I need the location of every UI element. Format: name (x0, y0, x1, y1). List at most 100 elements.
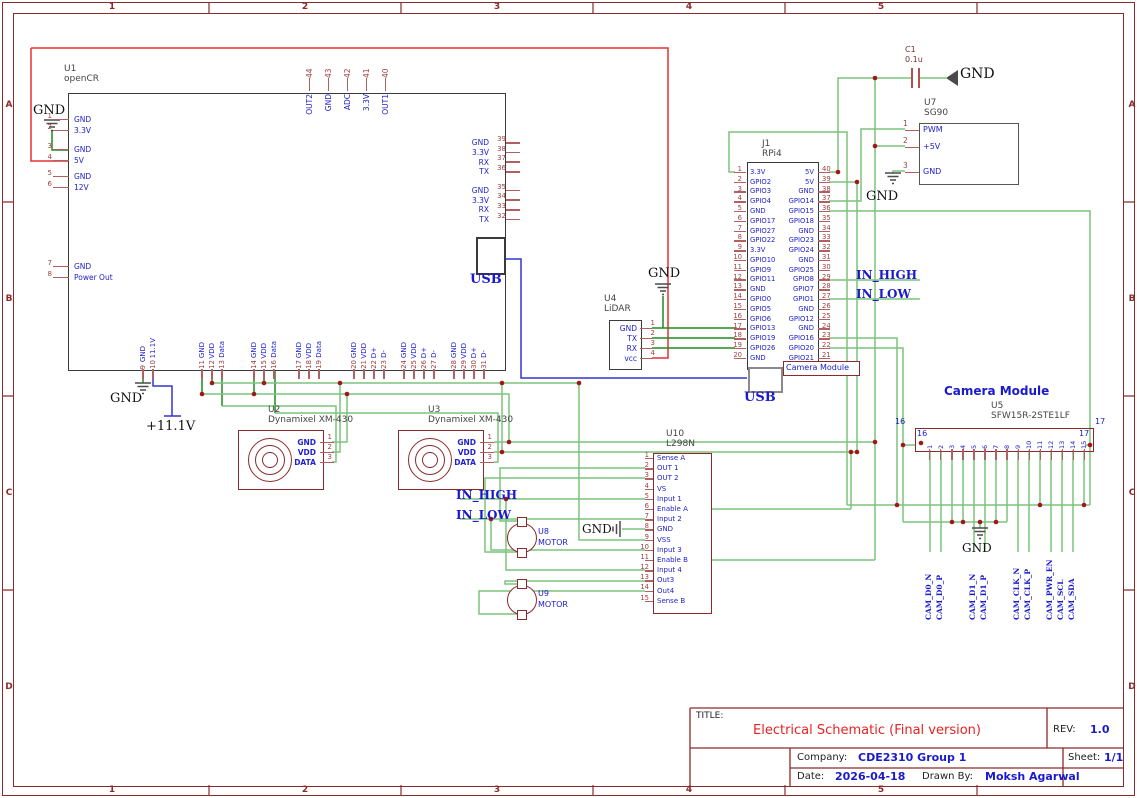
u7-ref: U7 (924, 98, 937, 108)
u10-ref: U10 (666, 429, 685, 439)
zone-number: 1 (108, 2, 116, 12)
drawn-by-label: Drawn By: (922, 771, 974, 782)
zone-number: 2 (301, 785, 309, 795)
pin-stub (506, 199, 520, 202)
gnd-flag-pin9: GND (110, 391, 143, 406)
zone-letter: B (1128, 294, 1136, 304)
net-label-in-high-u10: IN_HIGH (456, 488, 518, 502)
sheet-label: Sheet: (1068, 752, 1101, 763)
u4-ref: U4 (604, 294, 617, 304)
pin-stub (53, 159, 69, 162)
pin-stub (346, 78, 349, 91)
u1-usb-label: USB (470, 272, 502, 287)
u1-pin: D+30 (470, 346, 478, 380)
u5-pin: 12 (1046, 429, 1057, 460)
u2-ref: U2 (268, 405, 281, 415)
u5-ref: U5 (991, 401, 1004, 411)
pin-stub (53, 148, 69, 151)
zone-number: 4 (685, 2, 693, 12)
u5-pin: 10 (1024, 429, 1035, 460)
pin-stub (365, 78, 368, 91)
c1-value: 0.1u (905, 55, 923, 64)
pin-stub (506, 151, 520, 154)
sheet-title: Electrical Schematic (Final version) (753, 723, 981, 738)
zone-number: 5 (877, 785, 885, 795)
u5-pin: 8 (1001, 429, 1012, 460)
j1-camera-connector-label: Camera Module (786, 363, 850, 372)
company-value: CDE2310 Group 1 (858, 751, 967, 764)
u2-name: Dynamixel XM-430 (268, 415, 354, 425)
u5-pin: 2 (935, 429, 946, 460)
v111-flag: +11.1V (146, 419, 196, 434)
c1-ref: C1 (905, 45, 916, 54)
zone-number: 3 (493, 2, 501, 12)
camera-net-label: CAM_PWR_EN (1045, 559, 1054, 620)
gnd-flag-camera: GND (962, 541, 992, 555)
u5-pin16-outer: 16 (895, 417, 906, 426)
u1-pin: D+22 (370, 346, 378, 380)
camera-net-label: CAM_D0_P (935, 575, 944, 620)
zone-letter: D (5, 682, 13, 692)
zone-number: 2 (301, 2, 309, 12)
pin-stub (53, 186, 69, 189)
zone-letter: A (1128, 100, 1136, 110)
u9-label: MOTOR (538, 600, 568, 609)
camera-net-label: CAM_CLK_P (1023, 569, 1032, 620)
u5-pin16-inner: 16 (917, 429, 928, 438)
u1-usb-connector[interactable] (476, 237, 506, 275)
gnd-flag-u7: GND (866, 189, 899, 204)
pin-stub (506, 218, 520, 221)
pin-stub (53, 129, 69, 132)
u8-motor-terminal (517, 548, 527, 558)
u1-name: openCR (64, 74, 99, 84)
u5-pin17-outer: 17 (1095, 417, 1106, 426)
date-label: Date: (797, 771, 825, 782)
pin-stub (384, 78, 387, 91)
u8-ref: U8 (538, 527, 549, 536)
u9-motor-terminal (517, 610, 527, 620)
j1-ref: J1 (762, 139, 771, 149)
zone-number: 5 (877, 2, 885, 12)
